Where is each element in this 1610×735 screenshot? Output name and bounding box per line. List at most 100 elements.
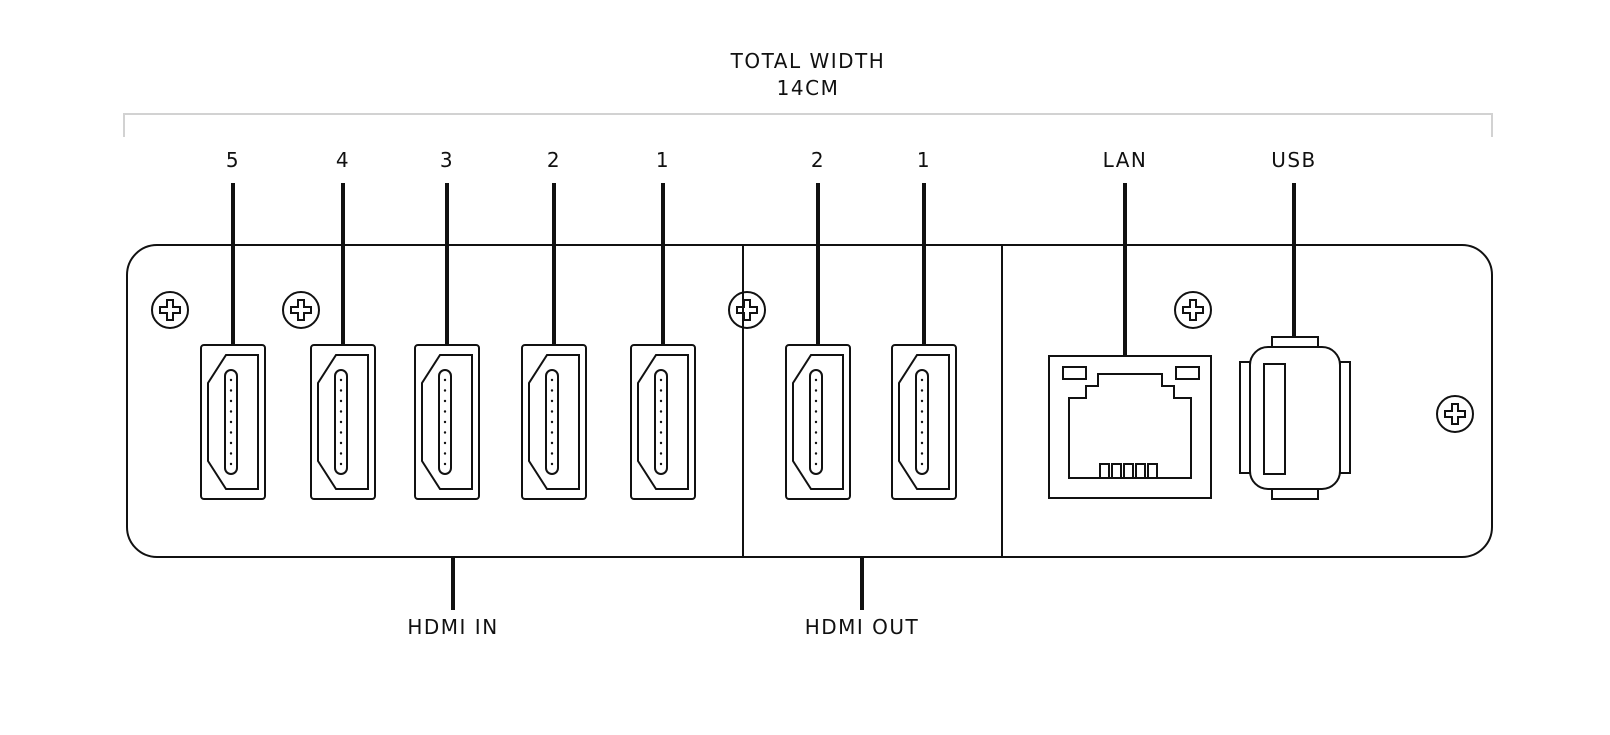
dimension-title: TOTAL WIDTH	[730, 49, 886, 73]
screw-outline	[1174, 291, 1212, 329]
port-number-label: 1	[917, 148, 931, 172]
hdmi-pin	[920, 420, 924, 424]
rj45-socket-icon	[1068, 373, 1192, 479]
hdmi-pin	[814, 410, 818, 413]
port-number-label: 2	[811, 148, 825, 172]
hdmi-in-label: HDMI IN	[407, 615, 498, 639]
hdmi-socket-icon	[317, 354, 369, 490]
hdmi-pin	[550, 462, 554, 466]
hdmi-pin	[339, 441, 343, 445]
usb-housing	[1249, 346, 1341, 490]
screw-icon	[282, 291, 320, 329]
usb-clip-bottom	[1271, 488, 1319, 500]
hdmi-pin	[550, 399, 554, 403]
total-width-dimension: TOTAL WIDTH 14CM	[123, 49, 1493, 137]
screw-cross	[159, 299, 181, 321]
lan-pin	[1135, 463, 1146, 479]
hdmi-pin	[443, 431, 447, 434]
lan-led-right	[1175, 366, 1200, 380]
hdmi-port-housing	[785, 344, 851, 500]
hdmi-pin	[814, 462, 818, 466]
screw-outline	[728, 291, 766, 329]
hdmi-tongue	[438, 369, 452, 475]
hdmi-pin	[659, 431, 663, 434]
back-panel	[126, 244, 1493, 558]
hdmi-pin	[659, 378, 663, 382]
hdmi-out-label: HDMI OUT	[805, 615, 920, 639]
usb-label: USB	[1271, 148, 1317, 172]
screws	[151, 291, 1474, 433]
screw-icon	[728, 291, 766, 329]
hdmi-socket-icon	[528, 354, 580, 490]
port-number-label: 4	[336, 148, 350, 172]
hdmi-pin	[550, 420, 554, 424]
hdmi-pin	[920, 452, 924, 455]
hdmi-pin	[229, 420, 233, 424]
hdmi-port-housing	[891, 344, 957, 500]
usb-clip-left	[1239, 361, 1251, 474]
hdmi-pin	[339, 462, 343, 466]
hdmi-pin	[443, 462, 447, 466]
hdmi-pin	[659, 462, 663, 466]
hdmi-pin	[339, 410, 343, 413]
screw-cross	[290, 299, 312, 321]
hdmi-pin	[443, 378, 447, 382]
hdmi-port	[200, 344, 266, 500]
screw-outline	[1436, 395, 1474, 433]
lan-pin	[1111, 463, 1122, 479]
usb-clip-top	[1271, 336, 1319, 348]
hdmi-port	[891, 344, 957, 500]
hdmi-pin	[339, 399, 343, 403]
screw-cross	[1182, 299, 1204, 321]
hdmi-pin	[814, 378, 818, 382]
hdmi-port-housing	[200, 344, 266, 500]
hdmi-pin	[229, 431, 233, 434]
dimension-value: 14CM	[777, 76, 840, 100]
section-labels: HDMI IN HDMI OUT	[407, 557, 920, 639]
port-number-label: 2	[547, 148, 561, 172]
hdmi-pin	[920, 410, 924, 413]
hdmi-pin	[659, 410, 663, 413]
hdmi-pin	[229, 410, 233, 413]
hdmi-pin	[229, 462, 233, 466]
hdmi-pin	[814, 441, 818, 445]
hdmi-pin	[920, 431, 924, 434]
usb-socket-icon	[1263, 363, 1286, 475]
hdmi-pin	[814, 452, 818, 455]
hdmi-pin	[659, 441, 663, 445]
screw-icon	[1174, 291, 1212, 329]
hdmi-socket-icon	[421, 354, 473, 490]
hdmi-pin	[920, 389, 924, 392]
lan-pin	[1147, 463, 1158, 479]
hdmi-pin	[550, 452, 554, 455]
hdmi-port-housing	[630, 344, 696, 500]
hdmi-port	[521, 344, 587, 500]
hdmi-pin	[920, 441, 924, 445]
hdmi-pin	[443, 399, 447, 403]
hdmi-tongue	[915, 369, 929, 475]
hdmi-pin	[550, 378, 554, 382]
screw-cross	[736, 299, 758, 321]
port-number-label: 3	[440, 148, 454, 172]
hdmi-pin	[550, 441, 554, 445]
lan-housing	[1048, 355, 1212, 499]
port-number-label: 5	[226, 148, 240, 172]
hdmi-pin	[339, 431, 343, 434]
hdmi-pin	[229, 441, 233, 445]
dimension-bracket	[123, 113, 1493, 137]
hdmi-pin	[550, 410, 554, 413]
hdmi-pin	[443, 441, 447, 445]
hdmi-pin	[550, 431, 554, 434]
lan-led-left	[1062, 366, 1087, 380]
hdmi-pin	[339, 378, 343, 382]
hdmi-pin	[920, 462, 924, 466]
hdmi-pin	[814, 431, 818, 434]
hdmi-tongue	[545, 369, 559, 475]
screw-icon	[1436, 395, 1474, 433]
screw-icon	[151, 291, 189, 329]
hdmi-pin	[443, 389, 447, 392]
hdmi-socket-icon	[898, 354, 950, 490]
hdmi-pin	[339, 452, 343, 455]
